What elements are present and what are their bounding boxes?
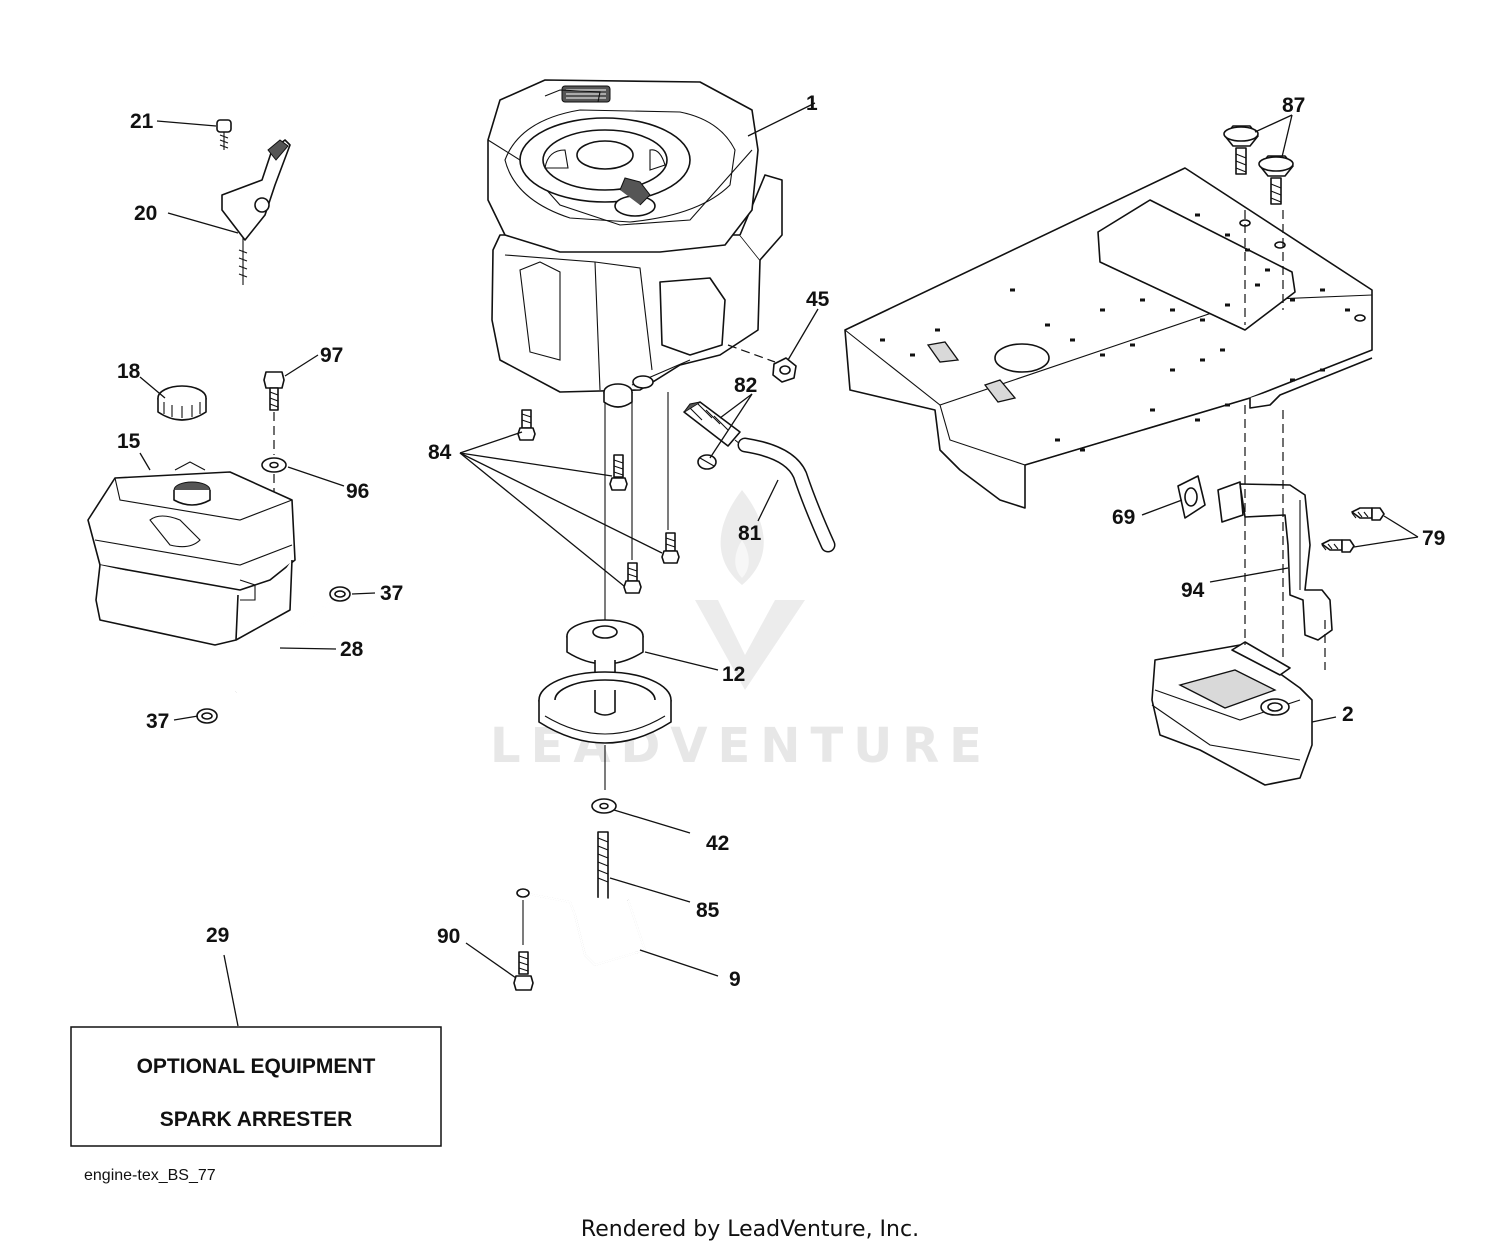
engine-frame-part [844, 167, 1373, 509]
callout-9: 9 [729, 968, 741, 991]
callout-87: 87 [1282, 94, 1305, 117]
engine-pulley-part [538, 619, 672, 790]
hose-clamp-bottom-part [196, 708, 218, 724]
bolt-90-part [513, 951, 534, 991]
engine-mounting-bolts-part [517, 392, 680, 620]
callout-69: 69 [1112, 506, 1135, 529]
fuel-tank-part [87, 461, 296, 646]
exhaust-bolts-79-part [1321, 507, 1385, 553]
engine-part [487, 79, 783, 408]
callout-82: 82 [734, 374, 757, 397]
callout-81: 81 [738, 522, 762, 545]
callout-labels: 1 2 9 12 15 18 20 21 28 29 37 37 42 45 6… [117, 92, 1445, 991]
callout-97: 97 [320, 344, 343, 367]
callout-20: 20 [134, 202, 157, 225]
fuel-line-part [737, 437, 836, 553]
exhaust-pipe-part [1217, 481, 1333, 641]
callout-37-top: 37 [380, 582, 403, 605]
callout-96: 96 [346, 480, 369, 503]
fuel-hose-part [234, 599, 333, 693]
fuel-cap-part [157, 385, 207, 421]
optional-equipment-label: OPTIONAL EQUIPMENT [137, 1055, 376, 1078]
callout-84: 84 [428, 441, 452, 464]
callout-2: 2 [1342, 703, 1354, 726]
bolt-97-part [263, 371, 285, 455]
callout-18: 18 [117, 360, 141, 383]
frame-bolts-87-part [1223, 125, 1294, 205]
washer-42-part [591, 798, 617, 814]
hose-clamp-top-part [329, 586, 351, 602]
drawing-code: engine-tex_BS_77 [84, 1167, 216, 1184]
callout-90: 90 [437, 925, 460, 948]
fuel-fitting-part [683, 401, 751, 470]
callout-28: 28 [340, 638, 364, 661]
throttle-control-part [216, 119, 291, 285]
optional-equipment-box: OPTIONAL EQUIPMENT SPARK ARRESTER [70, 1026, 442, 1147]
callout-15: 15 [117, 430, 141, 453]
callout-37-bottom: 37 [146, 710, 169, 733]
callout-45: 45 [806, 288, 830, 311]
leader-lines [139, 102, 1419, 1027]
callout-42: 42 [706, 832, 729, 855]
bracket-9-part [516, 888, 647, 967]
nut-45-part [727, 344, 797, 383]
callout-29: 29 [206, 924, 229, 947]
callout-94: 94 [1181, 579, 1205, 602]
spark-arrester-label: SPARK ARRESTER [160, 1108, 353, 1131]
callout-85: 85 [696, 899, 720, 922]
footer-credit: Rendered by LeadVenture, Inc. [581, 1217, 919, 1242]
callout-12: 12 [722, 663, 745, 686]
callout-1: 1 [806, 92, 818, 115]
exhaust-gasket-part [1177, 475, 1206, 519]
callout-21: 21 [130, 110, 154, 133]
callout-79: 79 [1422, 527, 1445, 550]
muffler-part [1151, 405, 1326, 786]
